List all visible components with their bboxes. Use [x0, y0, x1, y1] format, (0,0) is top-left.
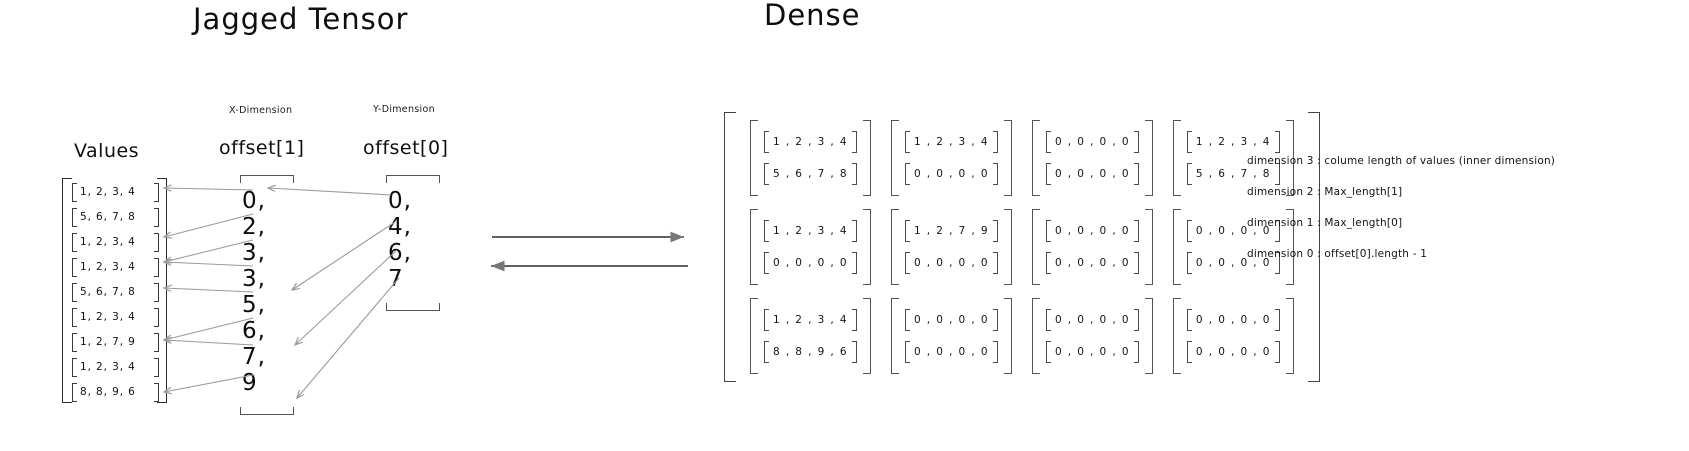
values-column-header: Values — [74, 140, 140, 162]
offset0-item: 0, — [388, 188, 412, 214]
dense-cell-line: 0 , 0 , 0 , 0 — [764, 247, 857, 279]
dense-cell-line: 5 , 6 , 7 , 8 — [1186, 158, 1280, 190]
dense-block: 1 , 2 , 3 , 4 5 , 6 , 7 , 8 — [1172, 120, 1294, 196]
dense-cell-line: 0 , 0 , 0 , 0 — [1186, 304, 1280, 336]
dense-block: 0 , 0 , 0 , 0 0 , 0 , 0 , 0 — [1172, 209, 1294, 285]
values-bracket-left — [62, 178, 72, 403]
values-row: 1, 2, 3, 4 — [70, 180, 159, 205]
dimension-legend: dimension 3 : colume length of values (i… — [1247, 155, 1555, 279]
legend-line: dimension 3 : colume length of values (i… — [1247, 155, 1556, 167]
offset1-bracket-bottom — [240, 407, 294, 415]
dense-cell-line: 0 , 0 , 0 , 0 — [1045, 158, 1139, 190]
values-row: 1, 2, 3, 4 — [70, 255, 159, 280]
dense-cell-line: 0 , 0 , 0 , 0 — [1186, 247, 1280, 279]
offset1-item: 3, — [242, 266, 266, 292]
dense-block: 1 , 2 , 3 , 4 8 , 8 , 9 , 6 — [750, 298, 871, 374]
dense-matrix: 1 , 2 , 3 , 4 5 , 6 , 7 , 8 1 , 2 , 3 , … — [724, 112, 1320, 382]
dense-cell-line: 0 , 0 , 0 , 0 — [1186, 215, 1280, 247]
offset0-item: 4, — [388, 214, 412, 240]
dense-cell-line: 0 , 0 , 0 , 0 — [904, 247, 998, 279]
dense-bracket-right — [1307, 112, 1320, 382]
dense-cell-line: 5 , 6 , 7 , 8 — [764, 158, 857, 190]
offset1-item: 0, — [242, 188, 266, 214]
dense-block: 0 , 0 , 0 , 0 0 , 0 , 0 , 0 — [1031, 120, 1153, 196]
offset0-bracket-top — [386, 175, 440, 183]
dense-cell-line: 0 , 0 , 0 , 0 — [1045, 304, 1139, 336]
offset1-item: 6, — [242, 318, 266, 344]
offset1-bracket-top — [240, 175, 294, 183]
offset1-item: 3, — [242, 240, 266, 266]
dense-cell-line: 0 , 0 , 0 , 0 — [904, 336, 998, 368]
dense-cell-line: 0 , 0 , 0 , 0 — [1045, 336, 1139, 368]
dense-cell-line: 0 , 0 , 0 , 0 — [1045, 215, 1139, 247]
dense-cell-line: 1 , 2 , 3 , 4 — [764, 126, 857, 158]
legend-line: dimension 2 : Max_length[1] — [1247, 186, 1403, 198]
dense-bracket-left — [724, 112, 736, 382]
dense-cell-line: 1 , 2 , 3 , 4 — [764, 304, 857, 336]
dense-row: 1 , 2 , 3 , 4 0 , 0 , 0 , 0 1 , 2 , 7 , … — [750, 209, 1294, 285]
legend-line: dimension 0 : offset[0].length - 1 — [1247, 248, 1428, 260]
values-matrix: 1, 2, 3, 4 5, 6, 7, 8 1, 2, 3, 4 1, 2, 3… — [62, 178, 167, 403]
dense-block: 1 , 2 , 3 , 4 5 , 6 , 7 , 8 — [750, 120, 871, 196]
dense-row: 1 , 2 , 3 , 4 8 , 8 , 9 , 6 0 , 0 , 0 , … — [750, 298, 1294, 374]
offset1-list: 0, 2, 3, 3, 5, 6, 7, 9 — [232, 175, 312, 415]
values-row: 1, 2, 3, 4 — [70, 355, 159, 380]
y-dimension-tag: Y-Dimension — [373, 104, 435, 115]
dense-block: 1 , 2 , 3 , 4 0 , 0 , 0 , 0 — [890, 120, 1012, 196]
dense-row: 1 , 2 , 3 , 4 5 , 6 , 7 , 8 1 , 2 , 3 , … — [750, 120, 1294, 196]
dense-cell-line: 1 , 2 , 3 , 4 — [764, 215, 857, 247]
values-row: 8, 8, 9, 6 — [70, 380, 159, 405]
dense-cell-line: 1 , 2 , 7 , 9 — [904, 215, 998, 247]
dense-cell-line: 1 , 2 , 3 , 4 — [904, 126, 998, 158]
dense-cell-line: 8 , 8 , 9 , 6 — [764, 336, 857, 368]
values-row: 5, 6, 7, 8 — [70, 205, 159, 230]
legend-line: dimension 1 : Max_length[0] — [1247, 217, 1403, 229]
dense-block: 0 , 0 , 0 , 0 0 , 0 , 0 , 0 — [1031, 209, 1153, 285]
dense-block: 1 , 2 , 3 , 4 0 , 0 , 0 , 0 — [750, 209, 871, 285]
dense-cell-line: 1 , 2 , 3 , 4 — [1186, 126, 1280, 158]
values-row: 1, 2, 3, 4 — [70, 230, 159, 255]
offset0-column-header: offset[0] — [363, 137, 449, 159]
dense-cell-line: 0 , 0 , 0 , 0 — [1045, 247, 1139, 279]
dense-block: 0 , 0 , 0 , 0 0 , 0 , 0 , 0 — [1031, 298, 1153, 374]
offset1-item: 5, — [242, 292, 266, 318]
offset0-bracket-bottom — [386, 303, 440, 311]
values-row: 1, 2, 7, 9 — [70, 330, 159, 355]
values-row: 1, 2, 3, 4 — [70, 305, 159, 330]
offset1-item: 9 — [242, 370, 258, 396]
page-title-jagged-tensor: Jagged Tensor — [193, 2, 409, 36]
offset0-item: 6, — [388, 240, 412, 266]
dense-block: 0 , 0 , 0 , 0 0 , 0 , 0 , 0 — [890, 298, 1012, 374]
dense-cell-line: 0 , 0 , 0 , 0 — [1045, 126, 1139, 158]
offset0-list: 0, 4, 6, 7 — [378, 175, 458, 311]
page-title-dense: Dense — [764, 0, 861, 32]
offset1-item: 2, — [242, 214, 266, 240]
x-dimension-tag: X-Dimension — [229, 105, 293, 116]
values-row: 5, 6, 7, 8 — [70, 280, 159, 305]
dense-cell-line: 0 , 0 , 0 , 0 — [904, 304, 998, 336]
dense-block: 0 , 0 , 0 , 0 0 , 0 , 0 , 0 — [1172, 298, 1294, 374]
offset1-item: 7, — [242, 344, 266, 370]
dense-block: 1 , 2 , 7 , 9 0 , 0 , 0 , 0 — [890, 209, 1012, 285]
offset1-column-header: offset[1] — [219, 137, 305, 159]
offset0-item: 7 — [388, 266, 404, 292]
dense-cell-line: 0 , 0 , 0 , 0 — [1186, 336, 1280, 368]
dense-cell-line: 0 , 0 , 0 , 0 — [904, 158, 998, 190]
